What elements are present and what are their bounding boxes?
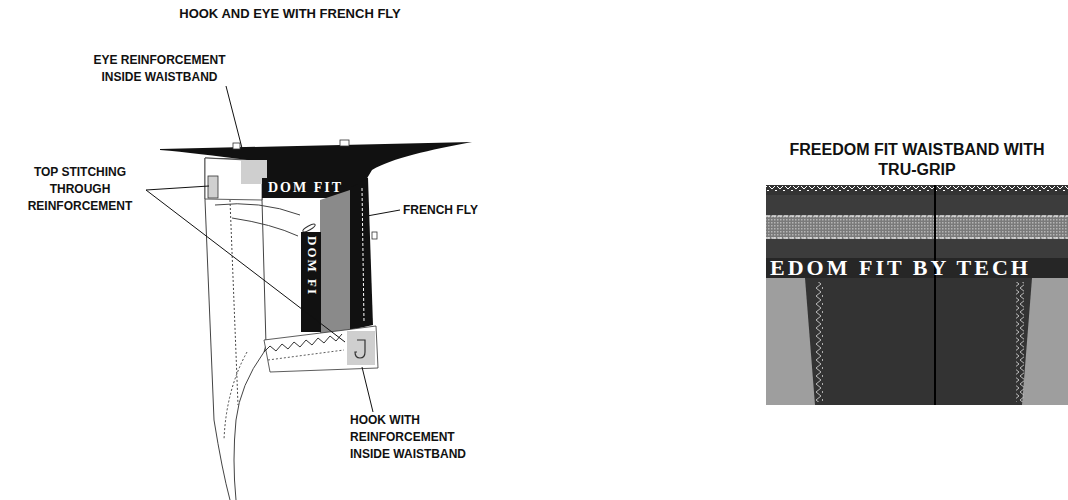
belt-tab <box>233 143 240 149</box>
hook-reinforcement <box>347 331 375 365</box>
belt-tab <box>340 140 349 146</box>
callout-label: TOP STITCHING THROUGH REINFORCEMENT <box>15 164 145 215</box>
buttonhole <box>302 223 316 233</box>
french-fly <box>350 178 373 330</box>
band-stitch <box>766 238 1068 239</box>
fold-line <box>232 218 298 236</box>
hook <box>355 340 365 358</box>
fold-line <box>215 204 300 215</box>
stitch-reinforcement <box>208 176 218 198</box>
zipper-teeth <box>264 334 342 352</box>
band-stitch <box>766 216 1068 217</box>
band-stripe <box>766 239 1068 258</box>
tape-print: DOM FIT <box>268 179 368 197</box>
fly-stitch <box>362 188 364 322</box>
leader-line <box>226 86 243 152</box>
band-seam <box>934 185 936 405</box>
band-edge <box>766 185 1068 195</box>
band-zigzag <box>1016 282 1024 402</box>
topstitch-line <box>268 350 344 360</box>
logo-stripe <box>766 258 1068 278</box>
tru-grip-strip <box>766 215 1068 239</box>
leader-line <box>146 190 345 342</box>
leader-line <box>146 186 209 190</box>
fly-outline <box>205 158 266 500</box>
fly-extension <box>264 326 378 372</box>
callout-label: FRENCH FLY <box>403 202 513 219</box>
callout-label: EYE REINFORCEMENT INSIDE WAISTBAND <box>82 52 237 86</box>
band-base <box>766 185 1068 405</box>
front-edge <box>205 158 230 500</box>
waistband-tape <box>301 232 321 332</box>
leader-line <box>367 210 400 216</box>
callout-label: HOOK WITH REINFORCEMENT INSIDE WAISTBAND <box>350 412 495 463</box>
band-zigzag <box>815 282 823 402</box>
panel-title: HOOK AND EYE WITH FRENCH FLY <box>140 5 440 22</box>
waistband-band: FREEDOM FIT WAISTBAND WITH TRU-GRIP EDOM … <box>766 140 1068 405</box>
band-zigzag <box>766 186 1068 191</box>
tape-print: DOM FI <box>303 236 321 296</box>
fly-tab <box>372 232 377 239</box>
panel-title: FREEDOM FIT WAISTBAND WITH TRU-GRIP <box>786 140 1048 180</box>
band-stripe <box>766 195 1068 215</box>
fly-facing <box>320 190 350 335</box>
band-print: EDOM FIT BY TECH <box>770 258 1066 278</box>
band-panel <box>805 278 1032 405</box>
topstitch-line <box>224 352 247 440</box>
leader-line <box>362 367 373 412</box>
